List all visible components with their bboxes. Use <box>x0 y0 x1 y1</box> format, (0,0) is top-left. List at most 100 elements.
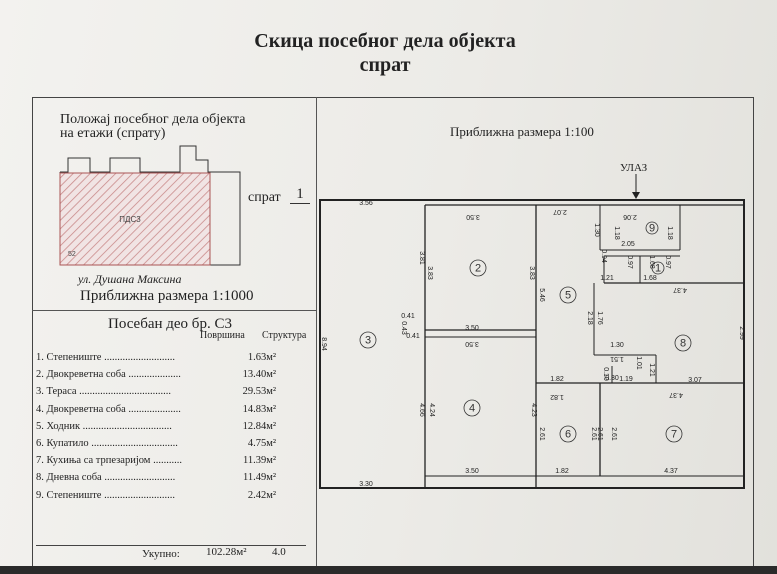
room-area: 13.40м² <box>242 369 276 381</box>
dimension-label: 3.50 <box>465 340 479 347</box>
part-label: ПДС3 <box>119 215 141 224</box>
room-number-circle <box>645 221 659 235</box>
room-number-circle <box>674 334 692 352</box>
total-area: 102.28м² <box>206 546 247 558</box>
dimension-label: 3.56 <box>359 200 373 207</box>
room-number: 7 <box>671 428 677 440</box>
room-row: 8. Дневна соба .........................… <box>36 472 276 486</box>
plan-scale: Приближна размера 1:100 <box>450 124 594 139</box>
dimension-label: 1.82 <box>550 376 564 383</box>
dimension-label: 3.50 <box>466 213 480 220</box>
dimension-label: 1.18 <box>666 226 673 240</box>
dimension-label: 1.51 <box>610 355 624 362</box>
entrance-arrowhead <box>632 192 640 199</box>
room-name: 7. Кухиња са трпезаријом ........... <box>36 455 182 467</box>
dimension-label: 1.68 <box>648 255 655 269</box>
dimension-label: 2.61 <box>610 427 617 441</box>
room-row: 1. Степениште ..........................… <box>36 352 276 366</box>
dimension-label: 0.43 <box>400 321 407 335</box>
dimension-label: 0.10 <box>602 367 609 381</box>
frame-divider-vertical <box>316 97 317 567</box>
room-number-circle <box>463 399 481 417</box>
room-area: 12.84м² <box>242 420 276 432</box>
column-area-header: Површина <box>200 330 245 341</box>
photo-bottom-edge <box>0 566 777 574</box>
dimension-label: 2.05 <box>621 241 635 248</box>
dimension-label: 1.01 <box>635 356 642 370</box>
room-area: 1.63м² <box>247 352 276 363</box>
room-name: 4. Двокреветна соба .................... <box>36 403 181 415</box>
entrance-label: УЛАЗ <box>620 162 648 174</box>
dimension-label: 1.21 <box>648 363 655 377</box>
room-number: 6 <box>565 428 571 440</box>
dimension-label: 8.94 <box>320 337 327 351</box>
dimension-label: 5.46 <box>538 288 545 302</box>
dimension-label: 4.66 <box>418 403 425 417</box>
room-row: 6. Купатило ............................… <box>36 438 276 452</box>
dimension-label: 3.50 <box>465 325 479 332</box>
dimension-label: 0.97 <box>626 255 633 269</box>
room-name: 8. Дневна соба .........................… <box>36 472 176 484</box>
outer-wall <box>319 199 745 489</box>
room-name: 6. Купатило ............................… <box>36 438 178 449</box>
room-number-circle <box>651 261 665 275</box>
dimension-label: 1.30 <box>593 223 600 237</box>
room-area: 14.83м² <box>242 403 276 415</box>
dimension-label: 0.30 <box>605 375 619 382</box>
dimension-label: 0.41 <box>406 333 420 340</box>
dimension-label: 4.24 <box>428 403 435 417</box>
location-heading-line1: Положај посебног дела објекта <box>60 112 246 127</box>
dimension-label: 2.61 <box>538 427 545 441</box>
room-area: 11.39м² <box>242 455 276 467</box>
dimension-label: 1.82 <box>550 393 564 400</box>
room-row: 7. Кухиња са трпезаријом ........... 11.3… <box>36 455 276 469</box>
dimension-label: 3.30 <box>359 481 373 488</box>
location-heading-line2: на етажи (спрату) <box>60 126 166 141</box>
dimension-label: 4.37 <box>673 286 687 293</box>
corner-number: 52 <box>68 251 76 258</box>
dimension-label: 0.94 <box>600 249 607 263</box>
total-separator <box>36 545 306 546</box>
room-row: 2. Двокреветна соба ....................… <box>36 369 276 383</box>
dimension-label: 3.83 <box>426 266 433 280</box>
floor-number: 1 <box>290 186 310 204</box>
dimension-label: 4.37 <box>664 468 678 475</box>
dimension-label: 2.61 <box>590 427 597 441</box>
document-subtitle: спрат <box>359 54 411 76</box>
dimension-label: 0.97 <box>664 255 671 269</box>
room-area: 11.49м² <box>242 472 276 484</box>
dimension-label: 1.21 <box>600 275 614 282</box>
dimension-label: 4.37 <box>669 391 683 398</box>
dimension-label: 1.68 <box>643 275 657 282</box>
room-number-circle <box>665 425 683 443</box>
dimension-label: 3.81 <box>418 251 425 265</box>
dimension-label: 2.99 <box>738 326 745 340</box>
floor-label: спрат <box>248 190 281 205</box>
dimension-label: 1.19 <box>619 376 633 383</box>
street-label: ул. Душана Максина <box>78 272 182 286</box>
location-scale: Приближна размера 1:1000 <box>80 288 254 304</box>
dimension-label: 3.07 <box>688 377 702 384</box>
total-label: Укупно: <box>142 548 180 560</box>
room-area: 2.42м² <box>247 489 276 501</box>
dimension-label: 3.50 <box>465 468 479 475</box>
room-number-circle <box>359 331 377 349</box>
dimension-label: 1.30 <box>610 342 624 349</box>
dimension-label: 2.06 <box>623 213 637 220</box>
room-name: 2. Двокреветна соба .................... <box>36 369 181 381</box>
dimension-label: 3.83 <box>528 266 535 280</box>
total-structure: 4.0 <box>272 546 286 558</box>
dimension-label: 1.18 <box>613 226 620 240</box>
frame-divider-horizontal <box>32 310 316 311</box>
room-number-circle <box>469 259 487 277</box>
room-number: 9 <box>649 222 655 234</box>
room-number-circle <box>559 425 577 443</box>
room-row: 4. Двокреветна соба ....................… <box>36 404 276 418</box>
room-number: 8 <box>680 337 686 349</box>
room-number-circle <box>559 286 577 304</box>
dimension-label: 2.07 <box>553 208 567 215</box>
room-number: 5 <box>565 289 571 301</box>
room-number: 1 <box>655 262 661 274</box>
